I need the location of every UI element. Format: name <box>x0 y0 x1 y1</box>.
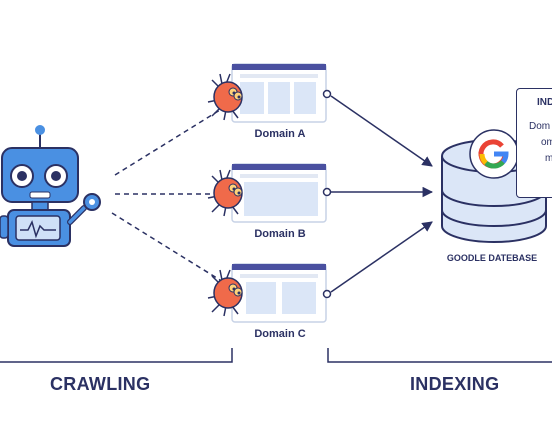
crawling-label: CRAWLING <box>50 374 151 394</box>
browser-window-c <box>231 263 327 323</box>
index-card-item: Dom <box>529 121 551 132</box>
spider-icon-b <box>207 169 243 217</box>
crawl-line-c <box>111 212 221 281</box>
index-arrow-c <box>330 221 433 293</box>
database-label: GOODLE DATEBASE <box>446 253 538 263</box>
domain-c-label: Domain C <box>254 328 306 340</box>
indexing-bracket <box>327 348 552 363</box>
google-g-logo <box>478 139 509 169</box>
browser-window-a <box>231 63 327 123</box>
crawling-bracket <box>0 348 233 363</box>
domain-b-label: Domain B <box>254 228 306 240</box>
spider-icon-c <box>207 269 243 317</box>
robot-icon <box>0 125 101 247</box>
crawl-line-a <box>114 109 221 176</box>
spider-icon-a <box>207 73 243 121</box>
domain-a-label: Domain A <box>254 128 306 140</box>
index-card-title: IND <box>537 97 552 108</box>
indexing-label: INDEXING <box>410 374 500 394</box>
index-card-item: om <box>541 137 552 148</box>
browser-window-b <box>231 163 327 223</box>
index-card-item: m <box>545 153 552 164</box>
index-card: IND Dom om m <box>516 88 552 198</box>
index-arrow-a <box>330 95 433 167</box>
